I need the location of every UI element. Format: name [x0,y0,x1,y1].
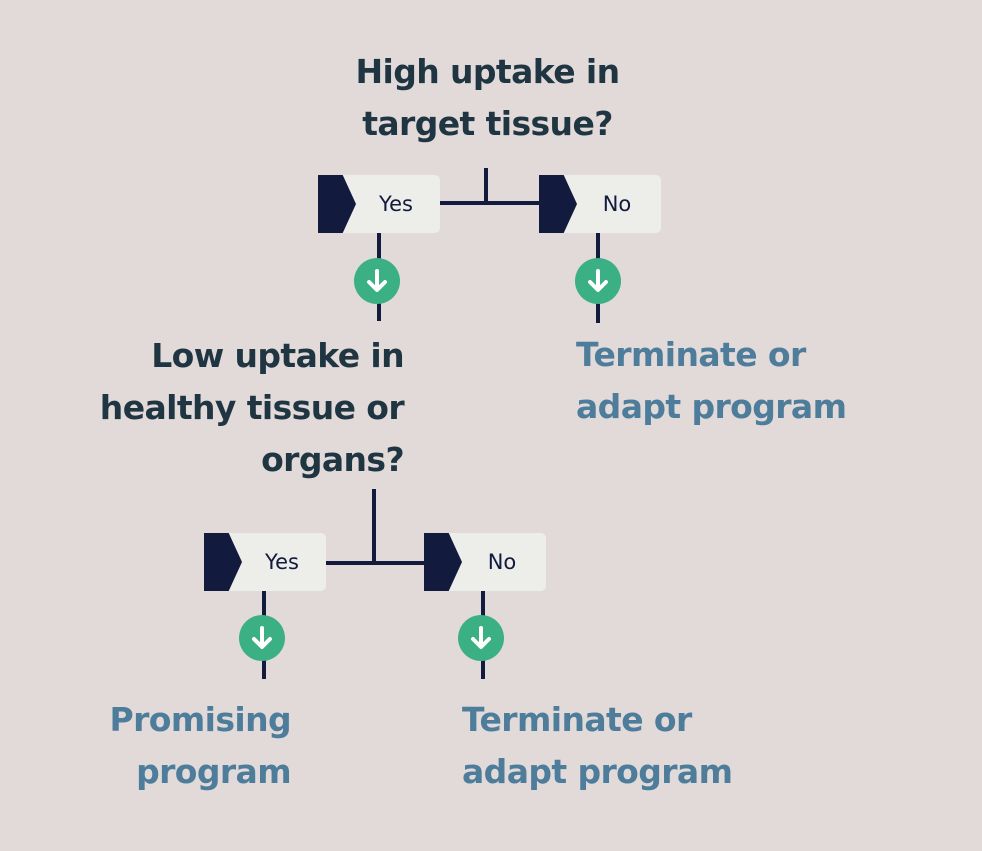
yes-tag-1: Yes [318,175,440,233]
chevron-flag-icon [318,175,356,233]
branch-connector-1 [440,201,542,205]
question-line: High uptake in [355,52,620,91]
arrow-down-icon [239,615,285,661]
arrow-down-icon [458,615,504,661]
yes-label: Yes [379,192,413,216]
chevron-flag-icon [424,533,462,591]
yes-tag-2: Yes [204,533,326,591]
no-label: No [487,550,517,574]
chevron-flag-icon [204,533,242,591]
outcome-promising: Promising program [60,694,292,798]
no-tag-1: No [539,175,661,233]
question-line: target tissue? [362,104,613,143]
outcome-line: Promising [109,700,292,739]
question-line: organs? [261,440,405,479]
no-label: No [602,192,632,216]
question-line: healthy tissue or [99,388,405,427]
arrow-down-icon [354,258,400,304]
outcome-line: Terminate or [576,335,806,374]
chevron-flag-icon [539,175,577,233]
arrow-down-icon [575,258,621,304]
outcome-line: adapt program [576,387,847,426]
stem-connector-1 [484,168,488,205]
yes-label: Yes [265,550,299,574]
branch-connector-2 [325,561,427,565]
question-high-uptake: High uptake in target tissue? [290,46,685,150]
outcome-line: Terminate or [462,700,692,739]
question-low-uptake: Low uptake in healthy tissue or organs? [60,330,405,486]
question-line: Low uptake in [151,336,404,375]
stem-connector-2 [372,489,376,565]
outcome-terminate-2: Terminate or adapt program [462,694,733,798]
outcome-terminate-1: Terminate or adapt program [576,329,847,433]
no-tag-2: No [424,533,546,591]
outcome-line: adapt program [462,752,733,791]
outcome-line: program [136,752,292,791]
